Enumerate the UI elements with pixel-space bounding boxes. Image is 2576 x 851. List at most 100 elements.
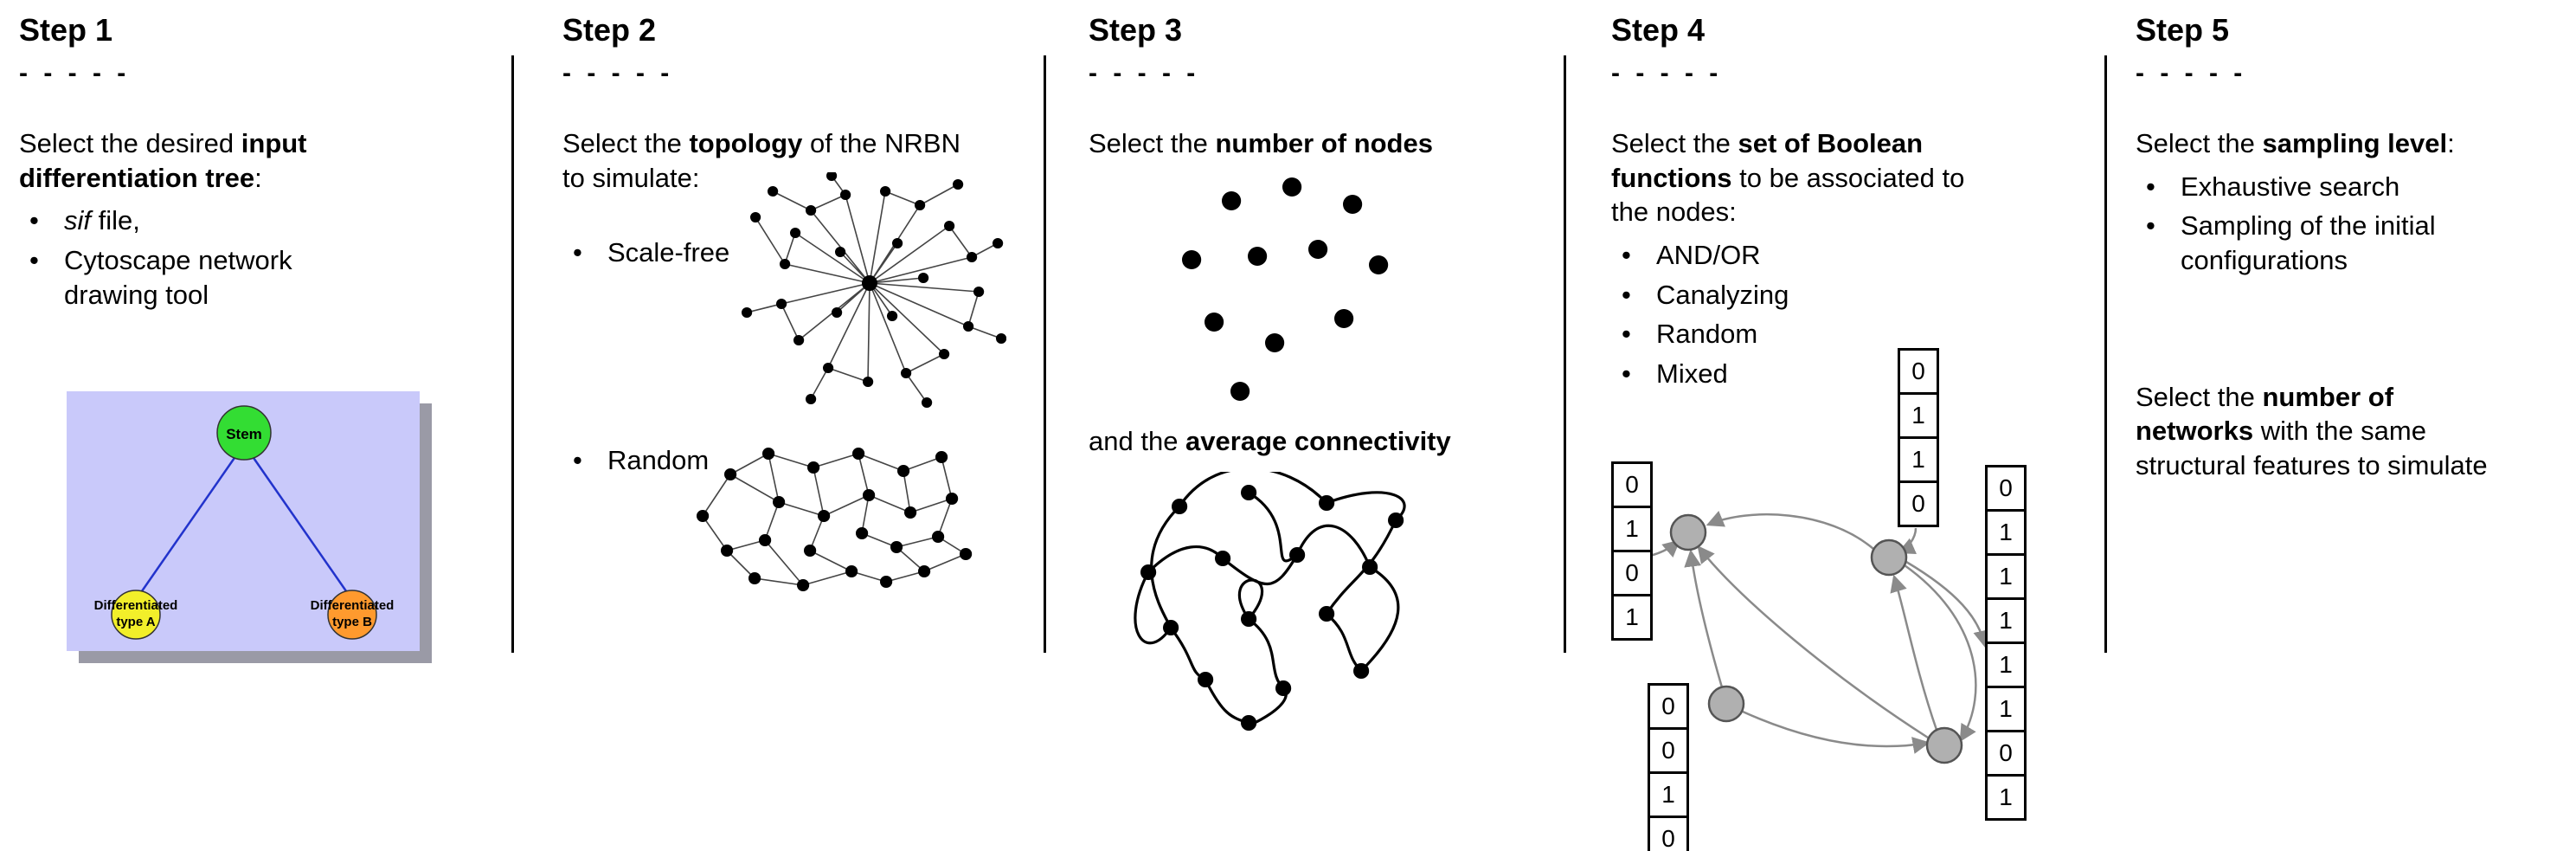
bullet-text: Exhaustive search <box>2181 171 2400 202</box>
boolean-table-cell: 0 <box>1985 730 2027 777</box>
scatter-dots <box>1182 177 1389 401</box>
boolean-table-cell: 1 <box>1985 686 2027 732</box>
text: : <box>254 162 262 193</box>
boolean-table-cell: 0 <box>1611 461 1653 508</box>
text-bold: input differentiation tree <box>19 128 307 193</box>
type-a-label-line1: Differentiated <box>94 598 178 613</box>
boolean-network-arrows <box>1649 511 1991 754</box>
nodes-scatter-illustration <box>1182 177 1389 401</box>
text-line: Select the number of <box>2136 380 2570 415</box>
step-4-column: Step 4 - - - - - Select the set of Boole… <box>1611 12 2101 851</box>
text-bold: average connectivity <box>1185 425 1451 456</box>
text: Select the <box>562 128 690 158</box>
step-5-instruction-2: Select the number of networks with the s… <box>2136 380 2570 483</box>
type-b-node <box>327 590 377 640</box>
step-1-dashes: - - - - - <box>19 59 131 87</box>
stem-node <box>216 405 272 461</box>
connectivity-nodes <box>1140 485 1404 732</box>
list-item: • AND/OR <box>1611 238 2101 273</box>
text: Select the <box>2136 381 2263 412</box>
bullet-text: Scale-free <box>607 237 730 268</box>
gene-node <box>1669 513 1707 551</box>
type-b-label-line2: type B <box>332 615 372 629</box>
boolean-table-cell: 0 <box>1898 348 1939 395</box>
boolean-table-cell: 1 <box>1985 509 2027 556</box>
hub-node <box>862 275 877 291</box>
bullet-icon: • <box>573 445 582 475</box>
text-bold: networks <box>2136 416 2254 447</box>
random-network-illustration <box>697 448 973 591</box>
type-a-label-line2: type A <box>116 615 155 629</box>
boolean-table-cell: 1 <box>1985 597 2027 644</box>
boolean-network-nodes <box>1669 513 1963 764</box>
list-item: • Cytoscape network drawing tool <box>19 243 511 312</box>
step-5-instruction: Select the sampling level: <box>2136 126 2570 161</box>
boolean-table-cell: 0 <box>1898 480 1939 527</box>
text-bold: number of <box>2262 381 2394 412</box>
step-5-dashes: - - - - - <box>2136 59 2247 87</box>
differentiation-tree-illustration: Stem Differentiated type A Differentiate… <box>67 391 432 663</box>
type-b-label-line1: Differentiated <box>311 598 395 613</box>
text-bold: topology <box>689 128 803 158</box>
boolean-table-cell: 1 <box>1985 553 2027 600</box>
step-4-bullet-list: • AND/OR • Canalyzing • Random • Mixed <box>1611 238 2101 391</box>
step-1-instruction: Select the desired input differentiation… <box>19 126 426 195</box>
column-divider <box>1044 55 1046 653</box>
list-item: • Random <box>1611 317 2101 351</box>
text: of the NRBN to simulate: <box>562 128 960 193</box>
boolean-table-cell: 0 <box>1985 465 2027 512</box>
bullet-icon: • <box>29 205 39 236</box>
boolean-table-cell: 1 <box>1898 392 1939 439</box>
step-1-bullet-list: • sif file, • Cytoscape network drawing … <box>19 203 511 312</box>
boolean-table-cell: 0 <box>1648 683 1689 730</box>
tree-edge-right <box>250 455 352 598</box>
boolean-table-cell: 1 <box>1898 436 1939 483</box>
gene-node <box>1870 538 1908 577</box>
text: : <box>2447 128 2455 158</box>
text: with the same <box>2253 416 2426 447</box>
network-edges <box>702 453 967 586</box>
list-item: • Canalyzing <box>1611 278 2101 313</box>
bullet-text: sif file, <box>64 203 511 238</box>
list-item: • Sampling of the initial configurations <box>2136 209 2570 277</box>
bullet-icon: • <box>1622 358 1631 390</box>
column-divider <box>2104 55 2107 653</box>
scale-free-network-illustration <box>742 172 1006 408</box>
step-1-title: Step 1 <box>19 12 113 48</box>
text-line: networks with the same <box>2136 414 2570 448</box>
text: to be associated to the nodes: <box>1611 162 1965 228</box>
step-3-column: Step 3 - - - - - Select the number of no… <box>1089 12 1560 843</box>
boolean-table-cell: 1 <box>1985 774 2027 821</box>
step-4-instruction: Select the set of Boolean functions to b… <box>1611 126 2009 229</box>
gene-node <box>1707 685 1745 723</box>
list-item: • Scale-free <box>562 235 779 270</box>
bullet-icon: • <box>2146 210 2155 242</box>
curved-edges <box>1134 472 1406 728</box>
network-nodes <box>697 448 973 591</box>
boolean-table-cell: 1 <box>1648 771 1689 818</box>
boolean-network-illustration <box>1649 511 1991 764</box>
boolean-table-cell: 1 <box>1611 506 1653 552</box>
step-5-title: Step 5 <box>2136 12 2230 48</box>
step-1-column: Step 1 - - - - - Select the desired inpu… <box>19 12 511 843</box>
text-bold: set of Boolean functions <box>1611 128 1924 193</box>
gene-node <box>1925 726 1963 764</box>
boolean-table-cell: 0 <box>1611 550 1653 596</box>
bullet-icon: • <box>573 237 582 268</box>
step-3-instruction-2: and the average connectivity <box>1089 424 1560 459</box>
tree-edge-left <box>136 455 238 598</box>
bullet-text: Random <box>1656 319 1758 350</box>
bullet-text: Canalyzing <box>1656 279 1789 310</box>
step-2-instruction: Select the topology of the NRBN to simul… <box>562 126 965 195</box>
list-item: • sif file, <box>19 203 511 238</box>
bullet-icon: • <box>1622 279 1631 310</box>
boolean-table-cell: 1 <box>1611 594 1653 641</box>
step-2-column: Step 2 - - - - - Select the topology of … <box>562 12 1040 843</box>
bullet-text: Sampling of the initial configurations <box>2181 210 2436 276</box>
text-italic: sif <box>64 205 91 236</box>
network-nodes <box>742 172 1006 408</box>
bullet-text: Cytoscape network drawing tool <box>64 245 292 310</box>
